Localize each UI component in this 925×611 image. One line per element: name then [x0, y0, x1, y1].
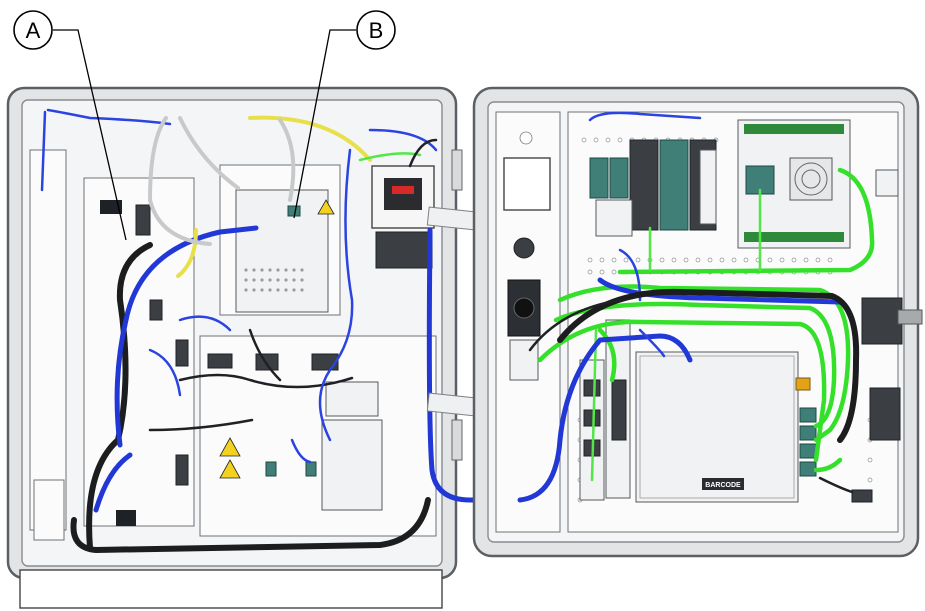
- warning-triangle-icon: [317, 199, 335, 215]
- barcode-label: BARCODE: [705, 482, 741, 489]
- fan-grille-icon: [789, 157, 833, 201]
- callout-b-label: B: [369, 18, 384, 43]
- callout-a-leader: [53, 29, 127, 241]
- callout-a: A: [13, 10, 127, 241]
- plc-io-rack: [589, 139, 717, 237]
- main-disconnect-switch: [371, 165, 435, 269]
- barcode-module-box: BARCODE: [635, 351, 799, 503]
- warning-triangle-icon: [219, 437, 241, 457]
- bottom-tray: [19, 569, 443, 609]
- key-switch-icon: [507, 279, 541, 337]
- inspection-window: [503, 157, 551, 211]
- controller-board: [737, 119, 851, 249]
- warning-triangle-icon: [219, 459, 241, 479]
- callout-b-leader: [293, 29, 356, 219]
- power-supply-module: [235, 189, 335, 313]
- right-cabinet-door: BARCODE: [472, 86, 923, 558]
- left-cabinet: [6, 86, 523, 609]
- callout-b: B: [293, 10, 396, 219]
- callout-a-label: A: [26, 18, 41, 43]
